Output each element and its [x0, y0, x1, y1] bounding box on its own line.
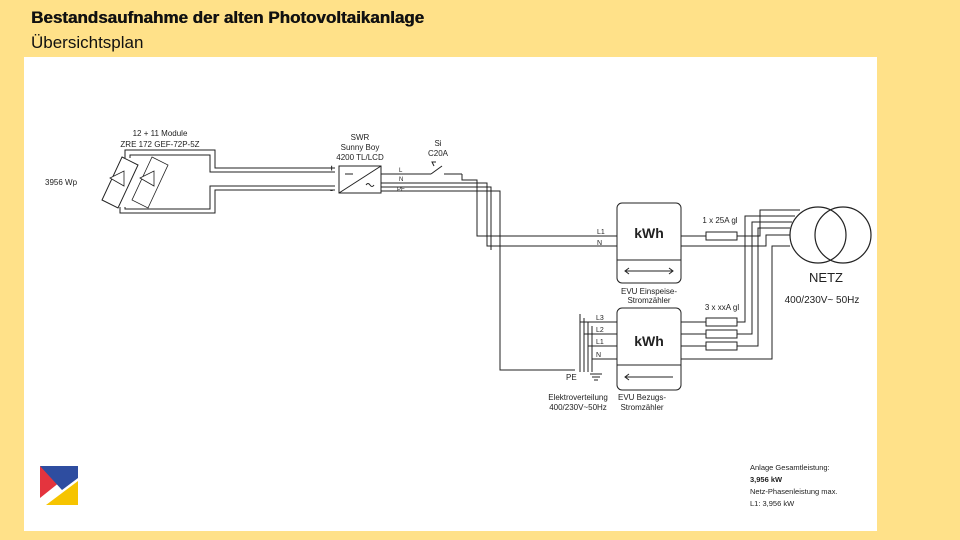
feed-in-meter	[616, 202, 682, 284]
inverter-label-model: Sunny Boy	[341, 143, 380, 152]
summary-line-1: Anlage Gesamtleistung:	[750, 463, 830, 472]
pv-modules-type: ZRE 172 GEF-72P-5Z	[120, 140, 199, 149]
feed-meter-unit: kWh	[634, 225, 664, 241]
breaker-switch	[381, 161, 462, 175]
ac-cables	[381, 174, 617, 371]
distribution-label-1: Elektroverteilung	[548, 393, 608, 402]
inverter-term-pe: PE	[397, 187, 405, 193]
inverter-symbol	[338, 165, 382, 194]
inverter-minus: -	[330, 185, 333, 195]
inverter-label-swr: SWR	[351, 133, 370, 142]
inverter-term-l: L	[399, 168, 403, 174]
pv-modules-icon	[101, 156, 169, 209]
draw-meter-in-n: N	[596, 352, 601, 359]
grid-name: NETZ	[809, 270, 843, 285]
feed-meter-label-2: Stromzähler	[627, 296, 670, 305]
summary-line-4: L1: 3,956 kW	[750, 499, 795, 508]
brand-logo	[40, 466, 78, 505]
page-title: Bestandsaufnahme der alten Photovoltaika…	[31, 8, 424, 27]
summary-line-3: Netz-Phasenleistung max.	[750, 487, 838, 496]
inverter-plus: +	[329, 163, 334, 173]
breaker-label-rating: C20A	[428, 149, 449, 158]
feed-meter-in-n: N	[597, 240, 602, 247]
fuse-bottom-label: 3 x xxA gl	[705, 303, 739, 312]
diagram-sheet	[24, 57, 877, 531]
fuse-top-label: 1 x 25A gl	[702, 216, 737, 225]
draw-meter-label-2: Stromzähler	[620, 403, 663, 412]
feed-outputs	[681, 209, 800, 247]
page-subtitle: Übersichtsplan	[31, 33, 144, 52]
draw-meter-pe: PE	[566, 373, 577, 382]
summary-line-2: 3,956 kW	[750, 475, 783, 484]
draw-meter-in-l1: L1	[596, 339, 604, 346]
pv-power-label: 3956 Wp	[45, 178, 78, 187]
breaker-label-si: Si	[434, 139, 441, 148]
draw-meter-unit: kWh	[634, 333, 664, 349]
inverter-label-type: 4200 TL/LCD	[336, 153, 384, 162]
distribution-label-2: 400/230V~50Hz	[549, 403, 607, 412]
pv-modules-count: 12 + 11 Module	[133, 129, 188, 138]
draw-meter	[616, 307, 682, 391]
inverter-term-n: N	[399, 177, 403, 183]
draw-meter-in-l2: L2	[596, 327, 604, 334]
draw-meter-label-1: EVU Bezugs-	[618, 393, 666, 402]
grid-transformer-icon	[789, 206, 872, 264]
feed-meter-label-1: EVU Einspeise-	[621, 287, 677, 296]
feed-meter-in-l1: L1	[597, 229, 605, 236]
draw-outputs	[681, 215, 795, 360]
grid-spec: 400/230V~ 50Hz	[785, 295, 860, 306]
distribution-bus	[579, 314, 617, 381]
draw-meter-in-l3: L3	[596, 315, 604, 322]
dc-cables	[119, 149, 335, 214]
